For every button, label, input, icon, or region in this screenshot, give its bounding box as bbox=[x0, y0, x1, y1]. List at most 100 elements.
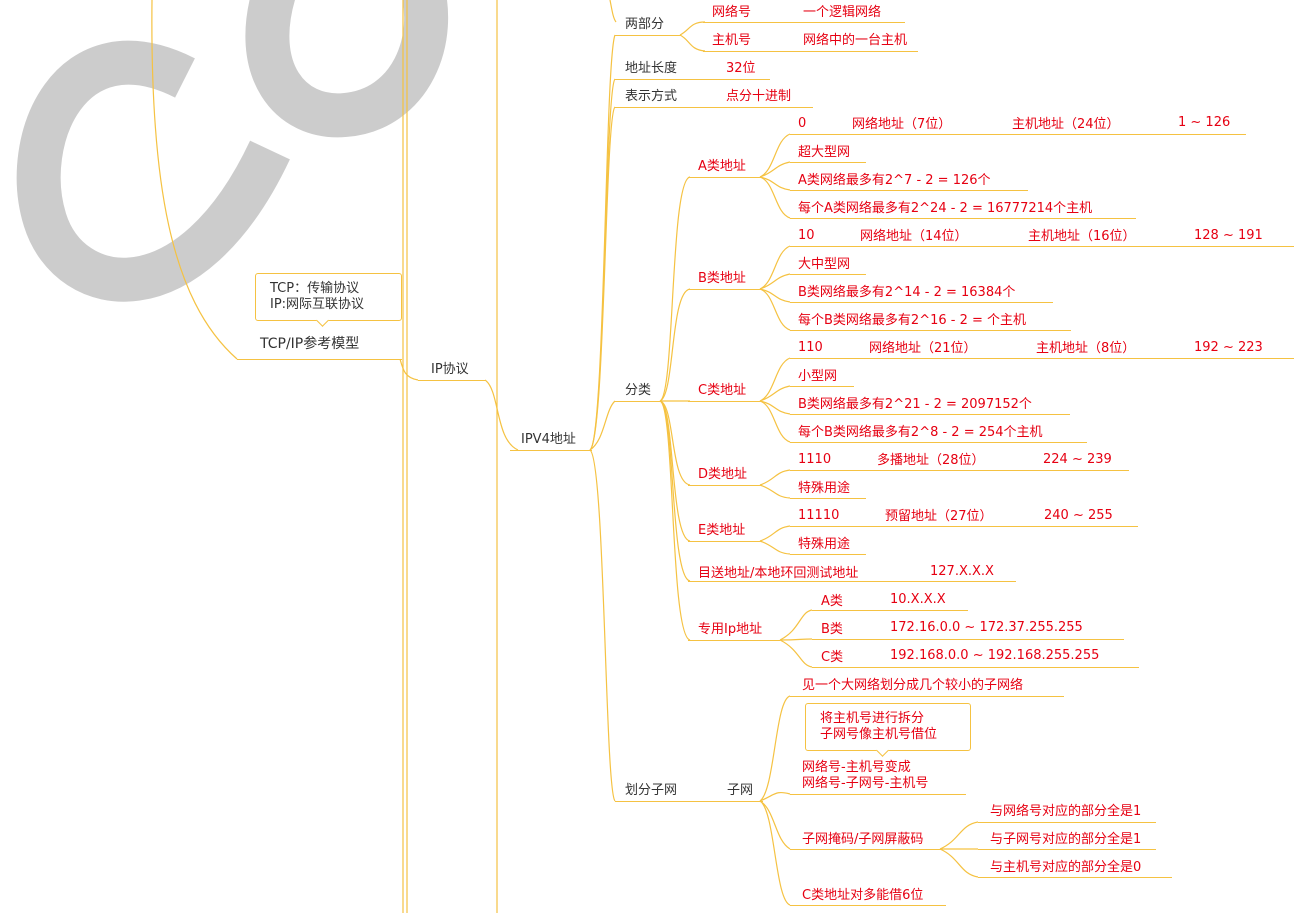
underline bbox=[790, 134, 1246, 135]
node-private-ip[interactable]: 专用Ip地址 bbox=[698, 622, 763, 637]
loopback-value[interactable]: 127.X.X.X bbox=[930, 564, 994, 579]
underline bbox=[703, 51, 918, 52]
node-classification[interactable]: 分类 bbox=[625, 383, 652, 398]
node-class-b[interactable]: B类地址 bbox=[698, 271, 746, 286]
mask-host-part[interactable]: 与主机号对应的部分全是0 bbox=[990, 860, 1142, 875]
underline bbox=[615, 801, 763, 802]
private-a-label[interactable]: A类 bbox=[821, 594, 843, 609]
node-ipv4[interactable]: IPV4地址 bbox=[521, 432, 576, 447]
underline bbox=[790, 246, 1294, 247]
underline bbox=[790, 794, 966, 795]
node-ip-protocol[interactable]: IP协议 bbox=[431, 362, 469, 377]
node-network-no[interactable]: 网络号 bbox=[712, 5, 752, 20]
node-addr-length[interactable]: 地址长度 bbox=[625, 61, 678, 76]
underline bbox=[790, 162, 866, 163]
subnet-change-line2[interactable]: 网络号-子网号-主机号 bbox=[802, 776, 929, 791]
underline bbox=[790, 358, 1294, 359]
node-notation-value[interactable]: 点分十进制 bbox=[726, 89, 792, 104]
private-b-label[interactable]: B类 bbox=[821, 622, 843, 637]
class-a-prefix[interactable]: 0 bbox=[798, 116, 807, 131]
node-subnetting[interactable]: 划分子网 bbox=[625, 783, 678, 798]
private-b-value[interactable]: 172.16.0.0 ~ 172.37.255.255 bbox=[890, 620, 1083, 635]
node-two-parts[interactable]: 两部分 bbox=[625, 17, 665, 32]
underline bbox=[812, 667, 1139, 668]
callout-line-tcp: TCP：传输协议 bbox=[270, 281, 360, 296]
node-class-e[interactable]: E类地址 bbox=[698, 523, 746, 538]
underline bbox=[615, 107, 813, 108]
class-a-max-hosts[interactable]: 每个A类网络最多有2^24 - 2 = 16777214个主机 bbox=[798, 201, 1093, 216]
class-d-use[interactable]: 特殊用途 bbox=[798, 481, 851, 496]
underline bbox=[615, 35, 681, 36]
class-c-max-hosts[interactable]: 每个B类网络最多有2^8 - 2 = 254个主机 bbox=[798, 425, 1043, 440]
class-d-range[interactable]: 224 ~ 239 bbox=[1043, 452, 1112, 467]
class-c-host[interactable]: 主机地址（8位） bbox=[1036, 341, 1136, 356]
underline bbox=[790, 190, 1028, 191]
underline bbox=[790, 302, 1053, 303]
underline bbox=[790, 905, 946, 906]
underline bbox=[978, 877, 1172, 878]
underline bbox=[688, 401, 762, 402]
node-class-a[interactable]: A类地址 bbox=[698, 159, 746, 174]
node-loopback[interactable]: 目送地址/本地环回测试地址 bbox=[698, 566, 859, 581]
private-c-value[interactable]: 192.168.0.0 ~ 192.168.255.255 bbox=[890, 648, 1100, 663]
class-a-host[interactable]: 主机地址（24位） bbox=[1012, 117, 1120, 132]
underline bbox=[418, 380, 486, 381]
class-c-max-nets[interactable]: B类网络最多有2^21 - 2 = 2097152个 bbox=[798, 397, 1032, 412]
underline bbox=[510, 450, 592, 451]
c-class-borrow[interactable]: C类地址对多能借6位 bbox=[802, 888, 924, 903]
class-b-scale[interactable]: 大中型网 bbox=[798, 257, 851, 272]
subnet-callout-line1: 将主机号进行拆分 bbox=[820, 711, 925, 726]
node-host-no[interactable]: 主机号 bbox=[712, 33, 752, 48]
class-d-desc[interactable]: 多播地址（28位） bbox=[877, 453, 985, 468]
node-class-d[interactable]: D类地址 bbox=[698, 467, 748, 482]
class-c-scale[interactable]: 小型网 bbox=[798, 369, 838, 384]
underline bbox=[703, 22, 905, 23]
node-class-c[interactable]: C类地址 bbox=[698, 383, 747, 398]
underline bbox=[790, 330, 1071, 331]
node-addr-length-value[interactable]: 32位 bbox=[726, 61, 756, 76]
class-b-prefix[interactable]: 10 bbox=[798, 228, 815, 243]
private-c-label[interactable]: C类 bbox=[821, 650, 844, 665]
class-a-range[interactable]: 1 ~ 126 bbox=[1178, 115, 1231, 130]
node-host-no-desc[interactable]: 网络中的一台主机 bbox=[803, 33, 908, 48]
mask-subnet-part[interactable]: 与子网号对应的部分全是1 bbox=[990, 832, 1142, 847]
class-e-use[interactable]: 特殊用途 bbox=[798, 537, 851, 552]
subnet-desc[interactable]: 见一个大网络划分成几个较小的子网络 bbox=[802, 678, 1024, 693]
class-e-range[interactable]: 240 ~ 255 bbox=[1044, 508, 1113, 523]
node-tcpip-model[interactable]: TCP/IP参考模型 bbox=[260, 336, 360, 352]
node-network-no-desc[interactable]: 一个逻辑网络 bbox=[803, 5, 882, 20]
underline bbox=[615, 79, 770, 80]
subnet-callout-line2: 子网号像主机号借位 bbox=[820, 727, 938, 742]
underline bbox=[688, 485, 762, 486]
underline bbox=[790, 470, 1129, 471]
private-a-value[interactable]: 10.X.X.X bbox=[890, 592, 946, 607]
class-b-max-hosts[interactable]: 每个B类网络最多有2^16 - 2 = 个主机 bbox=[798, 313, 1027, 328]
class-a-net[interactable]: 网络地址（7位） bbox=[852, 117, 952, 132]
watermark-logo bbox=[16, 0, 449, 302]
underline bbox=[812, 639, 1124, 640]
class-c-prefix[interactable]: 110 bbox=[798, 340, 823, 355]
class-b-max-nets[interactable]: B类网络最多有2^14 - 2 = 16384个 bbox=[798, 285, 1016, 300]
class-c-net[interactable]: 网络地址（21位） bbox=[869, 341, 977, 356]
node-subnet[interactable]: 子网 bbox=[727, 783, 754, 798]
mask-net-part[interactable]: 与网络号对应的部分全是1 bbox=[990, 804, 1142, 819]
class-e-desc[interactable]: 预留地址（27位） bbox=[885, 509, 993, 524]
class-b-host[interactable]: 主机地址（16位） bbox=[1028, 229, 1136, 244]
underline bbox=[237, 359, 402, 360]
node-subnet-mask[interactable]: 子网掩码/子网屏蔽码 bbox=[802, 832, 924, 847]
subnet-callout: 将主机号进行拆分 子网号像主机号借位 bbox=[805, 703, 971, 751]
class-c-range[interactable]: 192 ~ 223 bbox=[1194, 340, 1263, 355]
subnet-change-line1[interactable]: 网络号-主机号变成 bbox=[802, 760, 911, 775]
class-b-range[interactable]: 128 ~ 191 bbox=[1194, 228, 1263, 243]
underline bbox=[688, 581, 1016, 582]
node-notation[interactable]: 表示方式 bbox=[625, 89, 678, 104]
class-b-net[interactable]: 网络地址（14位） bbox=[860, 229, 968, 244]
class-e-prefix[interactable]: 11110 bbox=[798, 508, 840, 523]
underline bbox=[688, 177, 762, 178]
underline bbox=[812, 610, 968, 611]
class-a-scale[interactable]: 超大型网 bbox=[798, 145, 851, 160]
tcp-ip-callout: TCP：传输协议 IP:网际互联协议 bbox=[255, 273, 402, 321]
class-d-prefix[interactable]: 1110 bbox=[798, 452, 832, 467]
class-a-max-nets[interactable]: A类网络最多有2^7 - 2 = 126个 bbox=[798, 173, 991, 188]
